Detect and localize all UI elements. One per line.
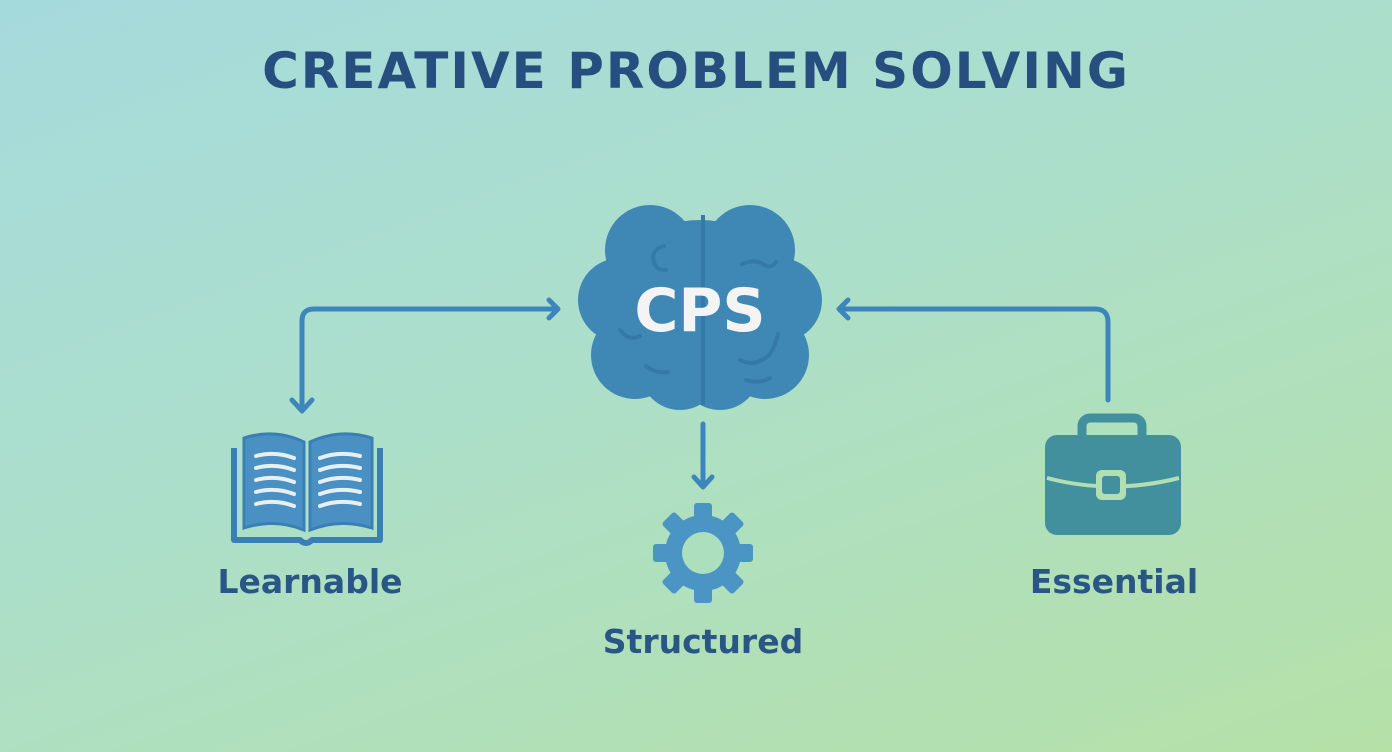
node-label-structured: Structured <box>602 622 804 661</box>
node-label-learnable: Learnable <box>217 562 403 601</box>
arrow-to-structured <box>691 421 715 490</box>
briefcase-icon <box>1045 413 1181 535</box>
center-label: CPS <box>634 276 766 346</box>
arrow-from-essential <box>836 297 1111 403</box>
node-label-essential: Essential <box>1029 562 1199 601</box>
brain-icon <box>578 205 822 410</box>
gear-icon <box>653 503 753 603</box>
open-book-icon <box>231 432 383 546</box>
arrow-to-learnable <box>289 297 561 414</box>
diagram-title: CREATIVE PROBLEM SOLVING <box>262 42 1130 100</box>
